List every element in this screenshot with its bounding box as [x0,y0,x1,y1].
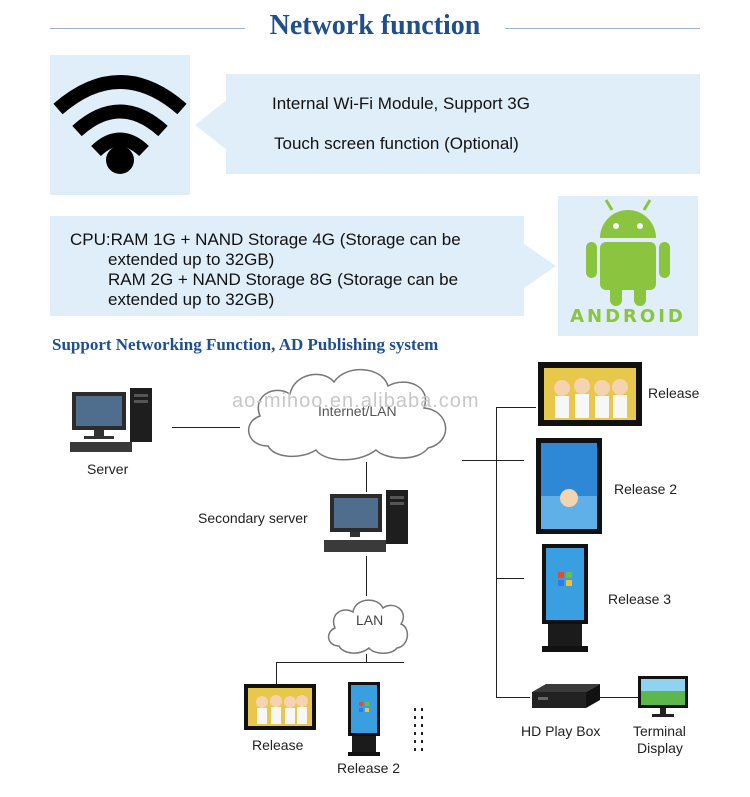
release-3-kiosk [542,544,588,652]
lan-to-bottom-line [366,654,367,662]
wifi-callout-pointer [195,100,227,150]
lan-cloud-label: LAN [356,612,384,628]
bottom-release-2-label: Release 2 [337,760,401,776]
more-devices-ellipsis [414,708,423,751]
hd-box-to-terminal [600,697,638,698]
bus-to-release-3 [496,578,524,579]
android-logo-text: ANDROID [570,306,686,327]
page-title: Network function [269,10,481,41]
cloud-to-release-bus-line [462,460,524,461]
cpu-feature-callout [50,216,524,316]
release-bus-vertical [496,407,497,697]
terminal-display-label-2: Display [637,740,683,756]
bus-to-hd-box [496,697,530,698]
terminal-display-icon [638,676,688,717]
release-1-label: Release [648,385,700,401]
cpu-spec-line-3: RAM 2G + NAND Storage 8G (Storage can be [108,270,459,289]
bottom-bus-to-release [276,662,277,684]
wifi-icon-panel [50,55,190,195]
android-icon [586,199,670,306]
release-3-label: Release 3 [608,591,672,607]
title-rule-left [50,28,245,29]
cpu-callout-pointer [524,244,556,288]
wifi-feature-callout [226,74,700,174]
cpu-spec-line-2: extended up to 32GB) [108,250,275,269]
release-2-label: Release 2 [614,481,678,497]
release-display-landscape [538,362,642,426]
bottom-release-label: Release [252,737,304,753]
watermark-text: ao-mihoo.en.alibaba.com [232,390,480,412]
title-rule-right [505,28,700,29]
lan-cloud [327,599,409,654]
android-icon-panel: ANDROID [558,196,698,336]
internet-cloud [247,368,447,461]
secondary-server-label: Secondary server [198,510,308,526]
wifi-feature-line-2: Touch screen function (Optional) [274,134,519,153]
terminal-display-label-1: Terminal [633,723,686,739]
release-2-display-portrait [536,438,602,534]
diagram-subtitle: Support Networking Function, AD Publishi… [52,335,439,354]
wifi-feature-line-1: Internal Wi-Fi Module, Support 3G [272,94,530,113]
cpu-spec-line-4: extended up to 32GB) [108,290,275,309]
server-link-line [172,427,240,428]
bus-to-release-1 [496,407,536,408]
bottom-bus-horizontal [276,662,404,663]
internet-cloud-label: Internet/LAN [318,403,397,419]
secondary-to-lan-line [366,556,367,596]
cpu-spec-line-1: CPU:RAM 1G + NAND Storage 4G (Storage ca… [70,230,461,249]
server-computer-icon [70,388,152,452]
hd-play-box-icon [532,684,600,708]
bottom-release-display [244,684,316,730]
server-label: Server [87,461,129,477]
bottom-release-2-kiosk [348,682,380,756]
wifi-icon [53,75,187,174]
hd-play-box-label: HD Play Box [521,723,601,739]
cloud-to-secondary-line [366,462,367,492]
secondary-server-icon [324,490,408,552]
